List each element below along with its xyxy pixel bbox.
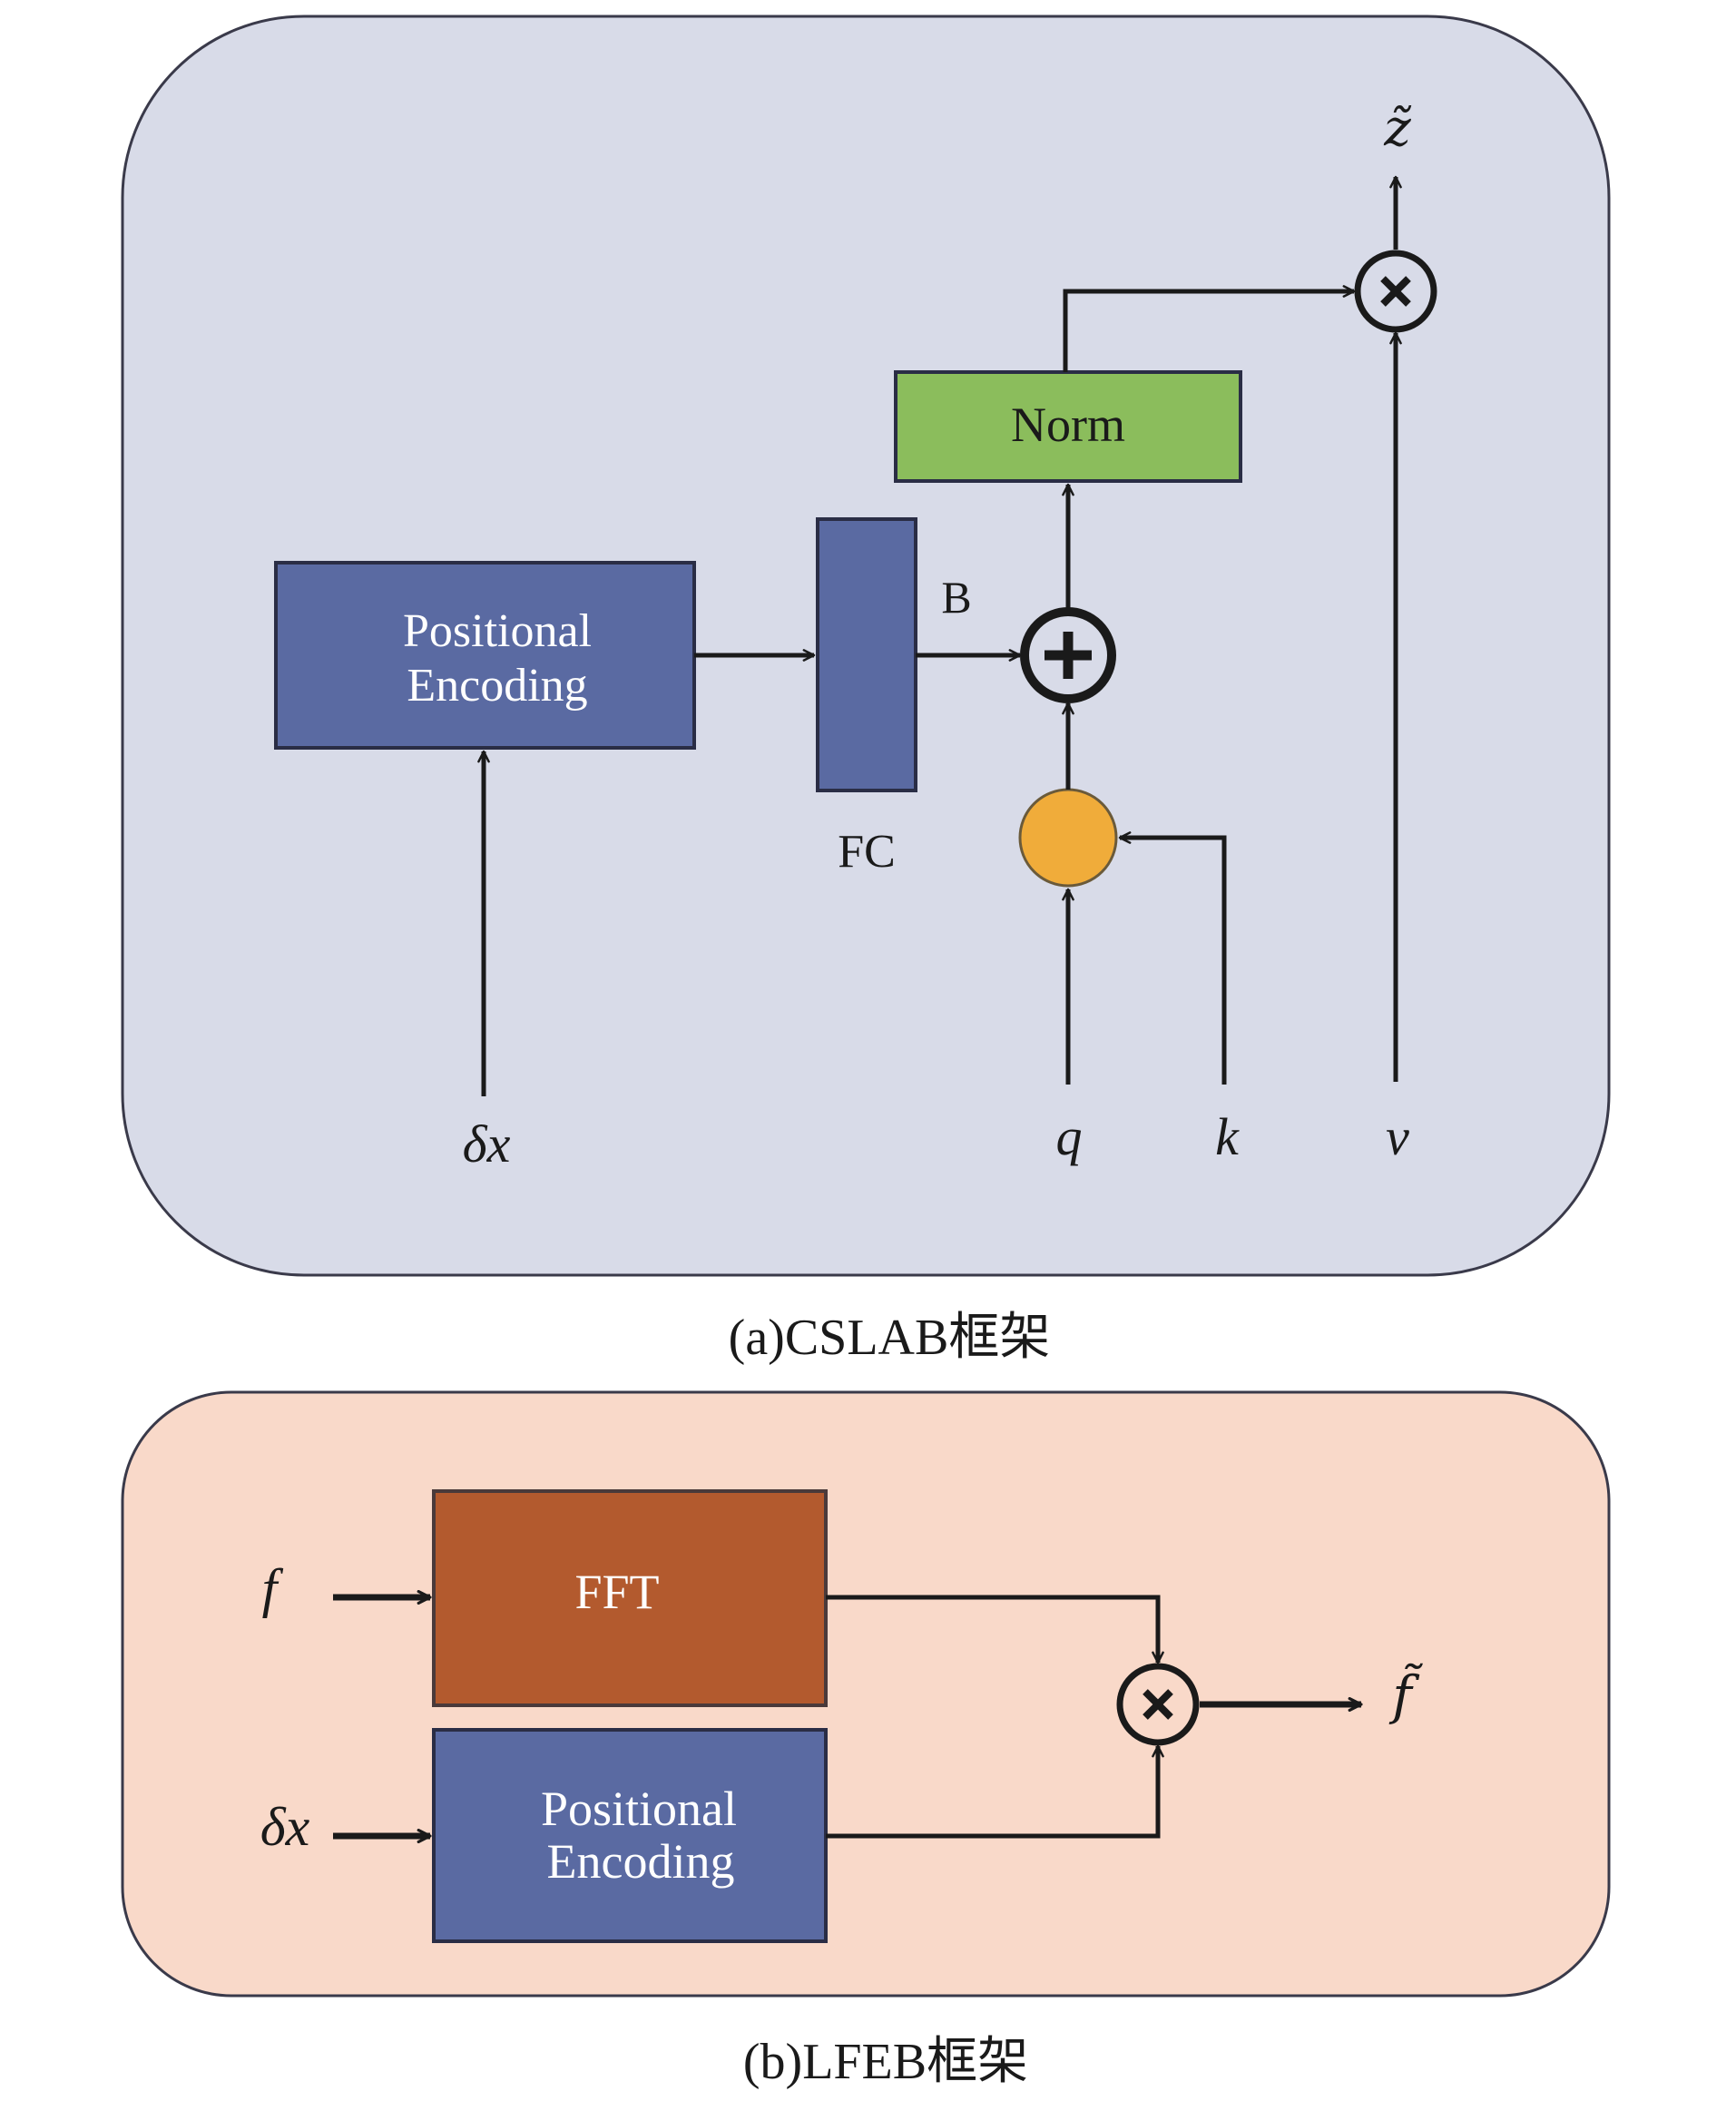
positional-encoding-label-line2: Encoding bbox=[407, 660, 587, 712]
arrow-norm-to-multiply bbox=[1063, 285, 1356, 372]
panel-a-cslab: Positional Encoding FC Norm B bbox=[121, 15, 1611, 1277]
arrow-pe-to-multiply bbox=[826, 1744, 1164, 1839]
arrow-fft-to-multiply bbox=[826, 1595, 1164, 1664]
input-dx-label: δx bbox=[463, 1114, 511, 1173]
input-k-label: k bbox=[1215, 1107, 1240, 1166]
fc-block bbox=[816, 517, 917, 792]
fc-label: FC bbox=[838, 826, 896, 878]
input-v-label: v bbox=[1386, 1107, 1409, 1166]
panel-b-background bbox=[121, 1390, 1611, 1998]
arrow-k-to-sim bbox=[1118, 831, 1227, 1085]
positional-encoding-block bbox=[274, 561, 696, 750]
norm-label: Norm bbox=[1011, 398, 1125, 452]
multiply-node-a bbox=[1354, 250, 1437, 333]
input-dx-label-b: δx bbox=[260, 1797, 310, 1857]
add-node bbox=[1020, 607, 1116, 703]
fft-block bbox=[432, 1489, 828, 1707]
b-label: B bbox=[941, 572, 971, 623]
input-q-label: q bbox=[1056, 1107, 1083, 1166]
caption-b: (b)LFEB框架 bbox=[743, 2034, 1028, 2090]
positional-encoding-block-b bbox=[432, 1728, 828, 1943]
positional-encoding-b-line1: Positional bbox=[541, 1782, 737, 1836]
fft-label: FFT bbox=[574, 1565, 659, 1619]
positional-encoding-label-line1: Positional bbox=[403, 605, 592, 657]
similarity-node bbox=[1018, 788, 1118, 888]
output-z-label: z̃ bbox=[1383, 99, 1412, 158]
positional-encoding-b-line2: Encoding bbox=[547, 1834, 735, 1889]
norm-block bbox=[894, 370, 1242, 483]
panel-b-lfeb: FFT Positional Encoding f δx f̃ bbox=[121, 1390, 1611, 1998]
caption-a: (a)CSLAB框架 bbox=[729, 1310, 1051, 1366]
multiply-node-b bbox=[1116, 1663, 1200, 1746]
